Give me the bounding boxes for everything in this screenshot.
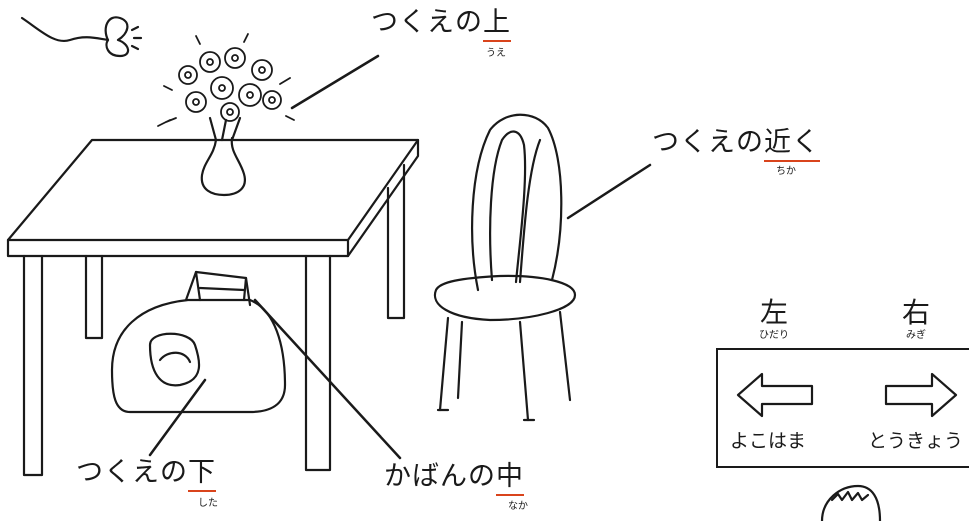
right-arrow-icon xyxy=(884,372,958,418)
label-under-desk-prefix: つくえの xyxy=(76,457,188,488)
butterfly-icon xyxy=(20,16,143,58)
label-in-bag: かばんの中 xyxy=(384,461,524,496)
label-under-desk: つくえの下 xyxy=(76,457,216,492)
label-in-bag-prefix: かばんの xyxy=(384,461,496,492)
pointer-lines xyxy=(148,54,652,460)
flower-vase xyxy=(157,33,295,197)
person-head-drawing xyxy=(820,484,882,521)
table-drawing xyxy=(6,138,420,477)
label-desk-top-kanji: 上 xyxy=(483,7,511,42)
label-near-desk: つくえの近く xyxy=(652,127,820,162)
label-under-desk-kanji: 下 xyxy=(188,457,216,492)
furigana-chika: ちか xyxy=(776,166,796,177)
left-kanji: 左 xyxy=(760,296,789,329)
left-arrow-icon xyxy=(736,372,814,418)
left-furigana: ひだり xyxy=(759,330,789,341)
bag-with-book xyxy=(110,270,287,414)
city-tokyo: とうきょう xyxy=(868,430,964,452)
label-near-desk-kanji: 近く xyxy=(764,127,820,162)
furigana-ue: うえ xyxy=(486,48,506,59)
furigana-shita: した xyxy=(198,498,218,509)
right-furigana: みぎ xyxy=(906,330,926,341)
right-kanji: 右 xyxy=(902,296,931,329)
furigana-naka: なか xyxy=(508,501,528,512)
chair-drawing xyxy=(433,113,577,422)
label-near-desk-prefix: つくえの xyxy=(652,127,764,158)
label-desk-top-prefix: つくえの xyxy=(371,7,483,38)
city-yokohama: よこはま xyxy=(730,430,807,452)
direction-sign xyxy=(716,348,969,468)
label-in-bag-kanji: 中 xyxy=(496,461,524,496)
label-desk-top: つくえの上 xyxy=(371,7,511,42)
